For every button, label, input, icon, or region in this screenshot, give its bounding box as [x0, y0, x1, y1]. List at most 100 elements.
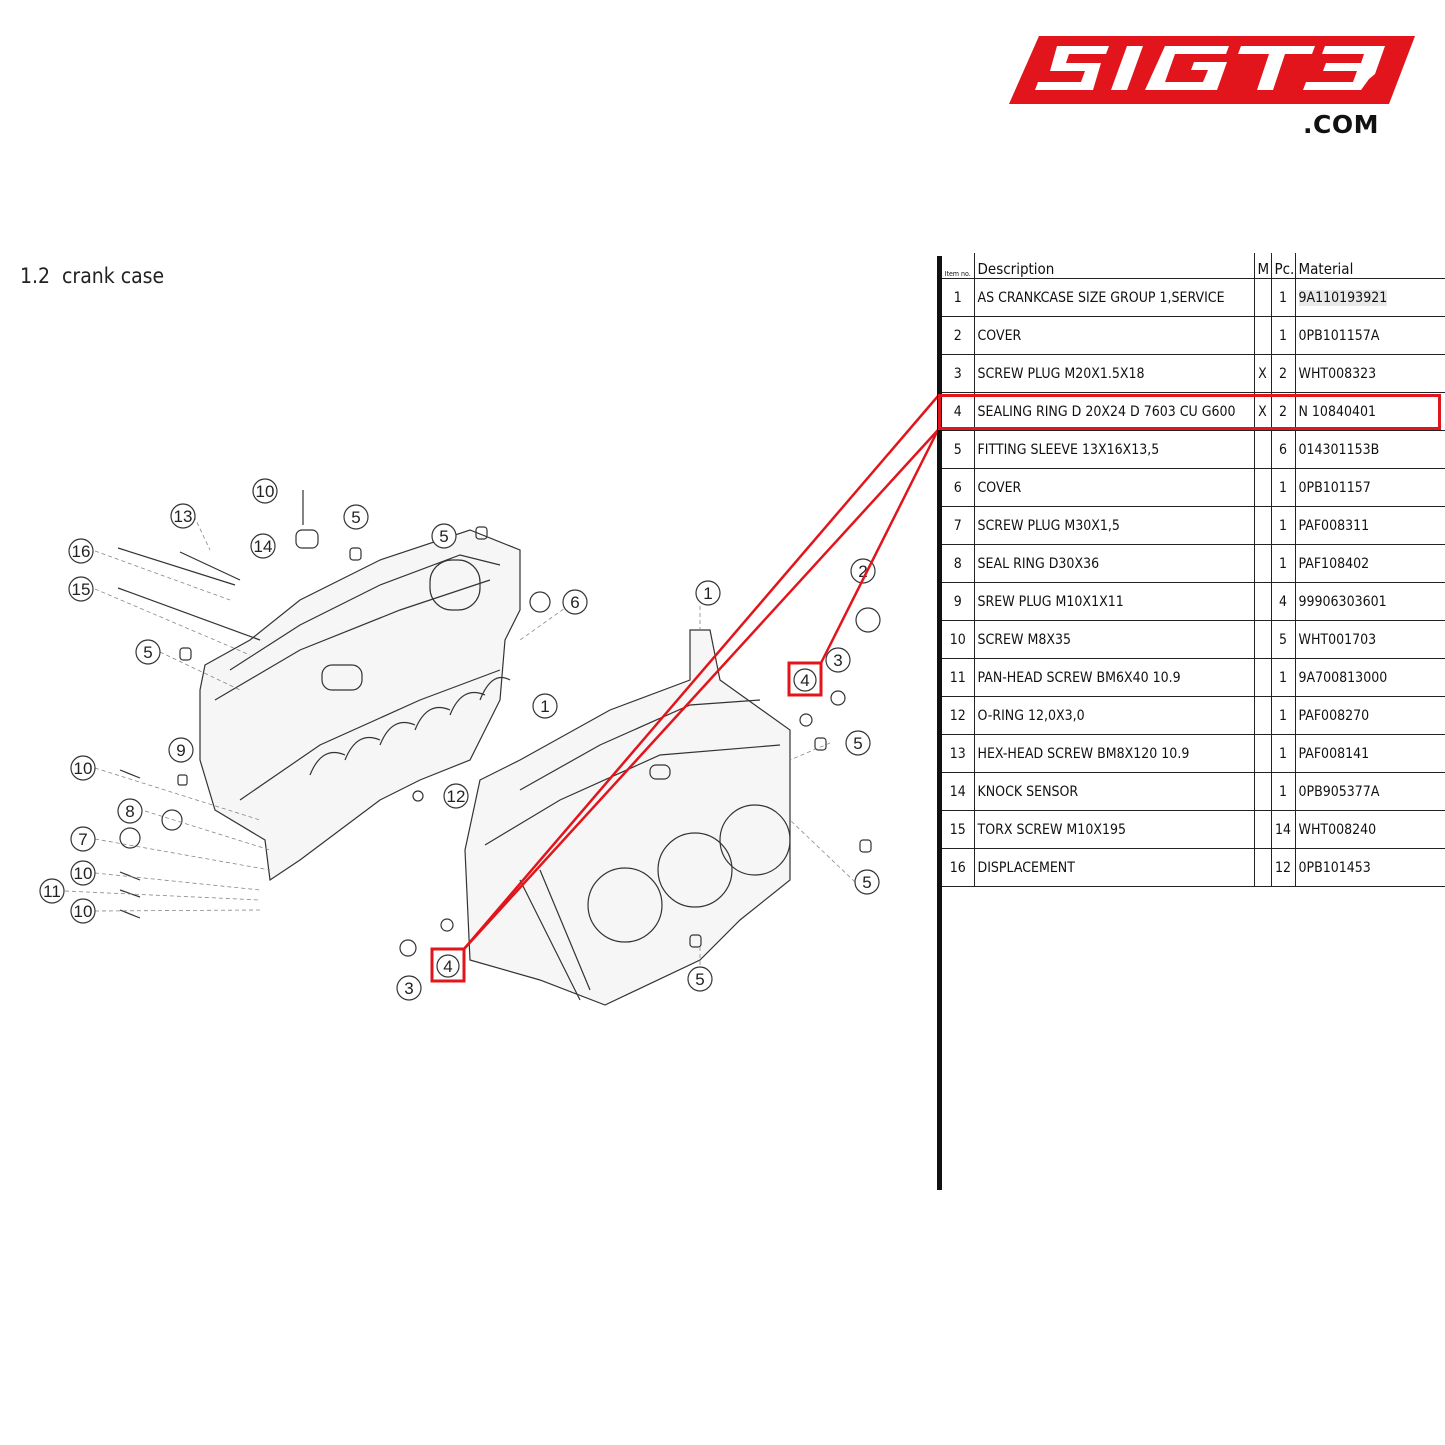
callout-12: 12: [443, 783, 469, 809]
callout-2: 2: [850, 558, 876, 584]
material: 0PB101157: [1294, 468, 1445, 507]
item-no: 11: [942, 658, 974, 697]
callout-15: 15: [68, 576, 94, 602]
svg-text:5: 5: [853, 734, 862, 753]
m-flag: [1253, 696, 1271, 735]
svg-text:5: 5: [143, 643, 152, 662]
material: WHT008323: [1294, 354, 1445, 393]
item-no: 15: [942, 810, 974, 849]
svg-text:15: 15: [72, 580, 91, 599]
section-number: 1.2: [20, 264, 51, 288]
callout-5d: 5: [845, 730, 871, 756]
callout-9: 9: [168, 737, 194, 763]
description: AS CRANKCASE SIZE GROUP 1,SERVICE: [973, 278, 1254, 317]
table-left-border: [937, 256, 942, 1190]
item-no: 2: [942, 316, 974, 355]
callout-14: 14: [250, 533, 276, 559]
description: O-RING 12,0X3,0: [973, 696, 1254, 735]
m-flag: [1253, 316, 1271, 355]
svg-text:14: 14: [254, 537, 273, 556]
pc: 1: [1270, 734, 1295, 773]
callout-4a: 4: [793, 668, 817, 692]
svg-text:6: 6: [570, 593, 579, 612]
item-no: 1: [942, 278, 974, 317]
svg-text:13: 13: [174, 507, 193, 526]
pc: 6: [1270, 430, 1295, 469]
svg-text:9: 9: [176, 741, 185, 760]
callout-3a: 3: [825, 647, 851, 673]
logo-domain-suffix: .COM: [1303, 110, 1379, 139]
pc: 1: [1270, 316, 1295, 355]
table-header-row: Item no. Description M Pc. Material: [942, 253, 1445, 279]
m-flag: [1253, 620, 1271, 659]
material: PAF008141: [1294, 734, 1445, 773]
pc: 2: [1270, 354, 1295, 393]
description: SREW PLUG M10X1X11: [973, 582, 1254, 621]
table-row-highlighted: 4 SEALING RING D 20X24 D 7603 CU G600 X …: [942, 392, 1445, 431]
description: DISPLACEMENT: [973, 848, 1254, 887]
material: PAF008270: [1294, 696, 1445, 735]
pc: 1: [1270, 544, 1295, 583]
svg-text:16: 16: [72, 542, 91, 561]
m-flag: [1253, 278, 1271, 317]
callout-6: 6: [562, 589, 588, 615]
svg-text:10: 10: [256, 482, 275, 501]
item-no: 6: [942, 468, 974, 507]
pc: 2: [1270, 392, 1295, 431]
description: KNOCK SENSOR: [973, 772, 1254, 811]
material: 0PB101453: [1294, 848, 1445, 887]
svg-text:4: 4: [443, 957, 452, 976]
description: FITTING SLEEVE 13X16X13,5: [973, 430, 1254, 469]
material: 99906303601: [1294, 582, 1445, 621]
description: SCREW PLUG M20X1.5X18: [973, 354, 1254, 393]
callout-10a: 10: [252, 478, 278, 504]
description: SEAL RING D30X36: [973, 544, 1254, 583]
table-row: 10 SCREW M8X35 5 WHT001703: [942, 620, 1445, 659]
m-flag: [1253, 810, 1271, 849]
svg-text:11: 11: [43, 882, 61, 901]
table-row: 3 SCREW PLUG M20X1.5X18 X 2 WHT008323: [942, 354, 1445, 393]
svg-text:5: 5: [439, 527, 448, 546]
callout-7: 7: [70, 826, 96, 852]
header-pc: Pc.: [1270, 253, 1295, 279]
m-flag: [1253, 658, 1271, 697]
svg-text:2: 2: [858, 562, 867, 581]
m-flag: [1253, 430, 1271, 469]
material: 9A700813000: [1294, 658, 1445, 697]
callout-10d: 10: [70, 898, 96, 924]
m-flag: X: [1253, 354, 1271, 393]
description: COVER: [973, 468, 1254, 507]
description: TORX SCREW M10X195: [973, 810, 1254, 849]
material: 014301153B: [1294, 430, 1445, 469]
crankcase-exploded-diagram: 16 15 13 10 14 5 5 6 5 1 9 10 8 12 7 10 …: [39, 478, 881, 1006]
svg-text:5: 5: [351, 508, 360, 527]
item-no: 7: [942, 506, 974, 545]
description: SCREW M8X35: [973, 620, 1254, 659]
material-number: 9A110193921: [1298, 289, 1388, 306]
svg-text:8: 8: [125, 802, 134, 821]
section-title: 1.2 crank case: [20, 264, 164, 288]
svg-text:5: 5: [862, 873, 871, 892]
pc: 1: [1270, 278, 1295, 317]
table-row: 13 HEX-HEAD SCREW BM8X120 10.9 1 PAF0081…: [942, 734, 1445, 773]
table-row: 6 COVER 1 0PB101157: [942, 468, 1445, 507]
callout-10c: 10: [70, 860, 96, 886]
header-m: M: [1253, 253, 1271, 279]
callout-5e: 5: [854, 869, 880, 895]
m-flag: [1253, 848, 1271, 887]
pc: 4: [1270, 582, 1295, 621]
table-row: 12 O-RING 12,0X3,0 1 PAF008270: [942, 696, 1445, 735]
item-no: 13: [942, 734, 974, 773]
item-no: 9: [942, 582, 974, 621]
callout-16: 16: [68, 538, 94, 564]
material: 9A110193921: [1294, 278, 1445, 317]
item-no: 5: [942, 430, 974, 469]
table-row: 9 SREW PLUG M10X1X11 4 99906303601: [942, 582, 1445, 621]
header-material: Material: [1294, 253, 1445, 279]
item-no: 10: [942, 620, 974, 659]
table-row: 16 DISPLACEMENT 12 0PB101453: [942, 848, 1445, 887]
pc: 1: [1270, 772, 1295, 811]
sigt3-logo: [1009, 36, 1415, 104]
section-name: crank case: [62, 264, 165, 288]
m-flag: [1253, 506, 1271, 545]
